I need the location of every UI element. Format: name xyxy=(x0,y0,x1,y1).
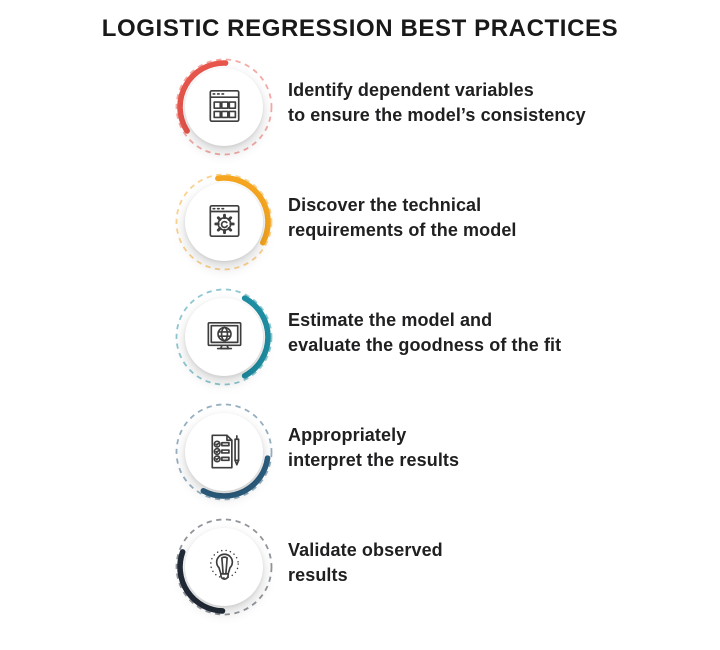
step-text-line: Appropriately xyxy=(288,424,407,445)
progress-ring xyxy=(175,518,273,615)
step-text-line: to ensure the model’s consistency xyxy=(288,104,586,125)
best-practice-item: Discover the technical requirements of t… xyxy=(0,164,720,279)
best-practice-item: Estimate the model and evaluate the good… xyxy=(0,279,720,394)
best-practice-item: Validate observed results xyxy=(0,509,720,624)
step-text-line: Validate observed xyxy=(288,539,443,560)
lightbulb-icon xyxy=(174,517,274,617)
progress-ring xyxy=(175,288,273,385)
badge-disc xyxy=(185,412,263,491)
monitor-globe-icon xyxy=(174,287,274,387)
step-text: Identify dependent variables to ensure t… xyxy=(288,78,586,128)
badge-disc xyxy=(185,67,263,146)
step-text: Estimate the model and evaluate the good… xyxy=(288,308,561,358)
gear-window-icon xyxy=(174,172,274,272)
step-text-line: requirements of the model xyxy=(288,219,517,240)
step-text-line: Discover the technical xyxy=(288,194,482,215)
page-title: LOGISTIC REGRESSION BEST PRACTICES xyxy=(101,15,619,42)
step-badge xyxy=(174,57,274,157)
step-badge xyxy=(174,287,274,387)
step-text-line: evaluate the goodness of the fit xyxy=(288,334,562,355)
best-practice-item: Appropriately interpret the results xyxy=(0,394,720,509)
step-text-line: results xyxy=(288,564,348,585)
app-grid-window-icon xyxy=(174,57,274,157)
step-badge xyxy=(174,172,274,272)
progress-ring xyxy=(175,58,273,155)
step-badge xyxy=(174,517,274,617)
badge-disc xyxy=(185,527,263,606)
progress-ring xyxy=(175,173,273,270)
best-practice-item: Identify dependent variables to ensure t… xyxy=(0,49,720,164)
step-text: Validate observed results xyxy=(288,538,443,588)
progress-ring xyxy=(175,403,273,500)
checklist-pen-icon xyxy=(174,402,274,502)
step-badge xyxy=(174,402,274,502)
step-text: Appropriately interpret the results xyxy=(288,423,459,473)
step-text-line: Identify dependent variables xyxy=(288,79,534,100)
step-text-line: Estimate the model and xyxy=(288,309,493,330)
best-practices-list: Identify dependent variables to ensure t… xyxy=(0,49,720,624)
step-text: Discover the technical requirements of t… xyxy=(288,193,517,243)
step-text-line: interpret the results xyxy=(288,449,460,470)
